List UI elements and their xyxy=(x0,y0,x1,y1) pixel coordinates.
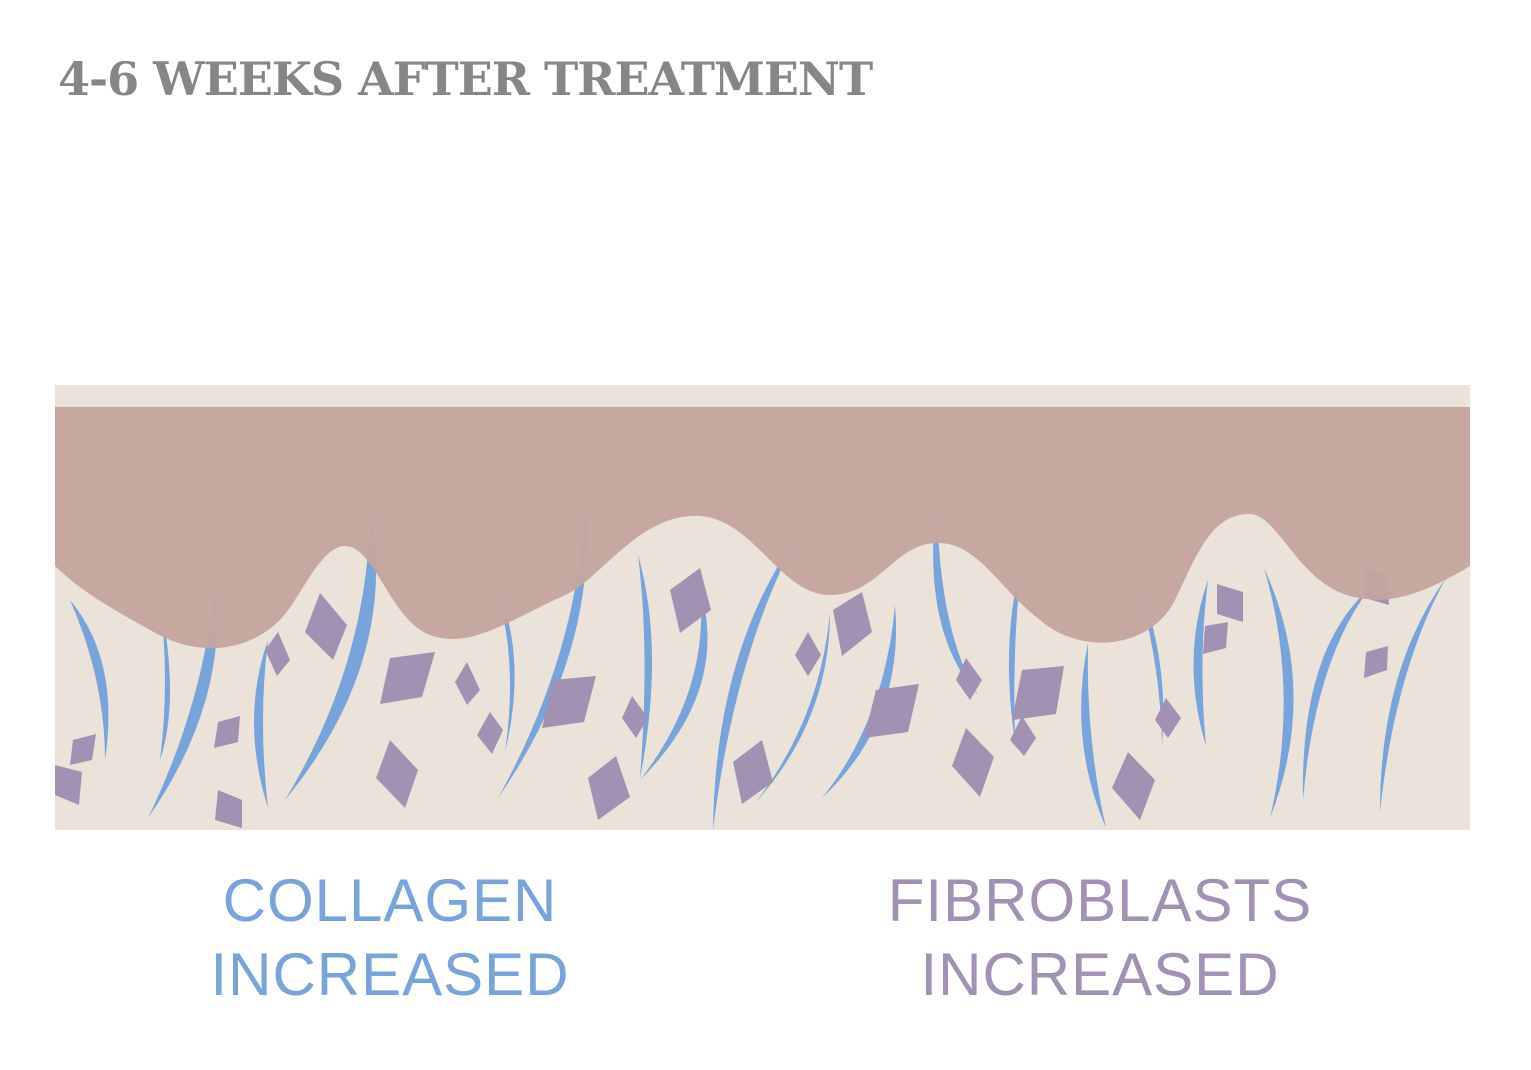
fibroblast-cell xyxy=(588,756,630,820)
collagen-fiber xyxy=(1130,562,1164,745)
fibroblast-cell xyxy=(477,712,503,754)
fibroblast-cell xyxy=(1203,622,1228,654)
fibroblast-cell xyxy=(55,765,82,805)
fibroblast-cell xyxy=(956,658,982,700)
page-title: 4-6 WEEKS AFTER TREATMENT xyxy=(58,52,873,106)
fibroblast-cells xyxy=(55,568,1389,828)
fibroblast-cell xyxy=(214,716,240,748)
collagen-fiber xyxy=(1193,580,1208,746)
collagen-fiber xyxy=(638,555,653,778)
fibroblasts-caption-line1: FIBROBLASTS xyxy=(887,867,1313,934)
fibroblast-cell xyxy=(1364,646,1388,678)
fibroblast-cell xyxy=(1010,716,1036,756)
fibroblast-cell xyxy=(622,696,648,738)
fibroblasts-caption: FIBROBLASTS INCREASED xyxy=(860,864,1340,1012)
collagen-fiber xyxy=(285,505,377,800)
collagen-fiber xyxy=(1081,643,1106,828)
fibroblast-cell xyxy=(1217,584,1243,622)
fibroblast-cell xyxy=(833,592,872,656)
fibroblast-cell xyxy=(733,740,773,804)
fibroblast-cell xyxy=(952,728,994,797)
collagen-fiber xyxy=(160,600,170,760)
fibroblast-cell xyxy=(1155,698,1181,738)
fibroblast-cell xyxy=(70,734,96,765)
fibroblast-cell xyxy=(376,740,418,808)
collagen-fiber xyxy=(148,580,218,818)
collagen-fiber xyxy=(640,588,708,780)
collagen-fiber xyxy=(1302,588,1370,800)
collagen-fiber xyxy=(498,498,587,798)
collagen-caption: COLLAGEN INCREASED xyxy=(190,864,590,1012)
epidermis-layer xyxy=(55,407,1470,649)
fibroblast-cell xyxy=(542,676,596,728)
fibroblast-cell xyxy=(795,632,821,676)
fibroblast-cell xyxy=(455,662,480,705)
collagen-fiber xyxy=(1264,568,1294,818)
fibroblast-cell xyxy=(864,684,919,738)
collagen-fiber xyxy=(933,497,978,695)
collagen-caption-line1: COLLAGEN xyxy=(222,867,558,934)
collagen-fiber xyxy=(254,640,268,808)
fibroblast-cell xyxy=(380,652,435,704)
fibroblasts-caption-line2: INCREASED xyxy=(920,941,1280,1008)
fibroblast-cell xyxy=(670,568,711,633)
collagen-fiber xyxy=(1008,562,1022,742)
collagen-fiber xyxy=(70,600,109,760)
collagen-caption-line2: INCREASED xyxy=(210,941,570,1008)
fibroblast-cell xyxy=(215,790,242,828)
fibroblast-cell xyxy=(1012,666,1064,720)
collagen-fiber xyxy=(1380,578,1446,812)
fibroblast-cell xyxy=(305,593,347,660)
collagen-fibers xyxy=(70,497,1446,830)
fibroblast-cell xyxy=(265,632,290,676)
fibroblast-cell xyxy=(1112,752,1155,820)
